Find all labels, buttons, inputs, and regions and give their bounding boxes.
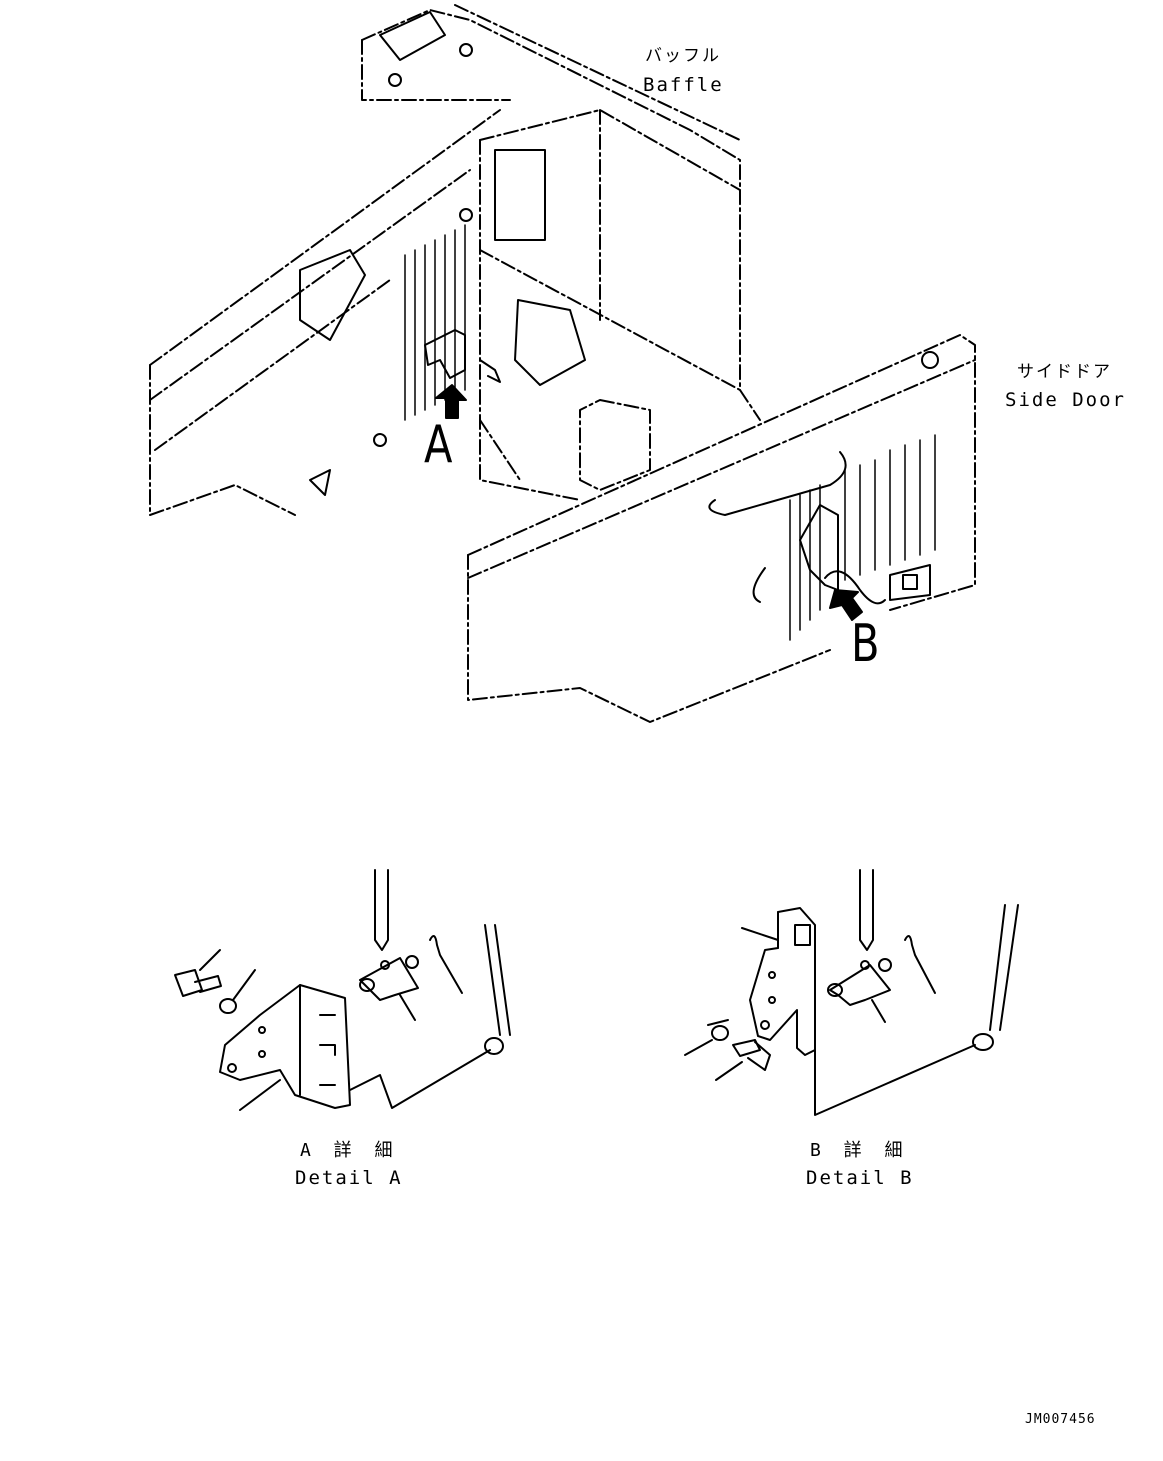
detail-b-drawing: [684, 869, 1019, 1116]
callout-b-label: B: [851, 614, 880, 674]
detail-b-title-jp: B 詳 細: [810, 1140, 909, 1161]
side-door-label-jp: サイドドア: [1017, 362, 1112, 382]
callout-a-label: A: [424, 415, 453, 475]
louver-panel-door: [789, 434, 936, 641]
arrow-b-icon: [829, 589, 863, 621]
baffle-label-en: Baffle: [643, 74, 724, 96]
detail-a-drawing: [174, 869, 511, 1111]
detail-a-title-en: Detail A: [295, 1167, 403, 1189]
baffle-label-jp: バッフル: [645, 46, 721, 66]
striker-plate-a: [424, 329, 501, 383]
machine-frame: [149, 4, 976, 723]
arrow-a-icon: [435, 384, 467, 419]
detail-a-title-jp: A 詳 細: [300, 1140, 399, 1161]
louver-panel-left: [404, 224, 466, 421]
frame-hardware: [299, 11, 939, 603]
side-door-label-en: Side Door: [1005, 389, 1126, 411]
door-latch-b: [799, 504, 886, 605]
detail-b-title-en: Detail B: [806, 1167, 914, 1189]
drawing-code: JM007456: [1025, 1412, 1096, 1427]
